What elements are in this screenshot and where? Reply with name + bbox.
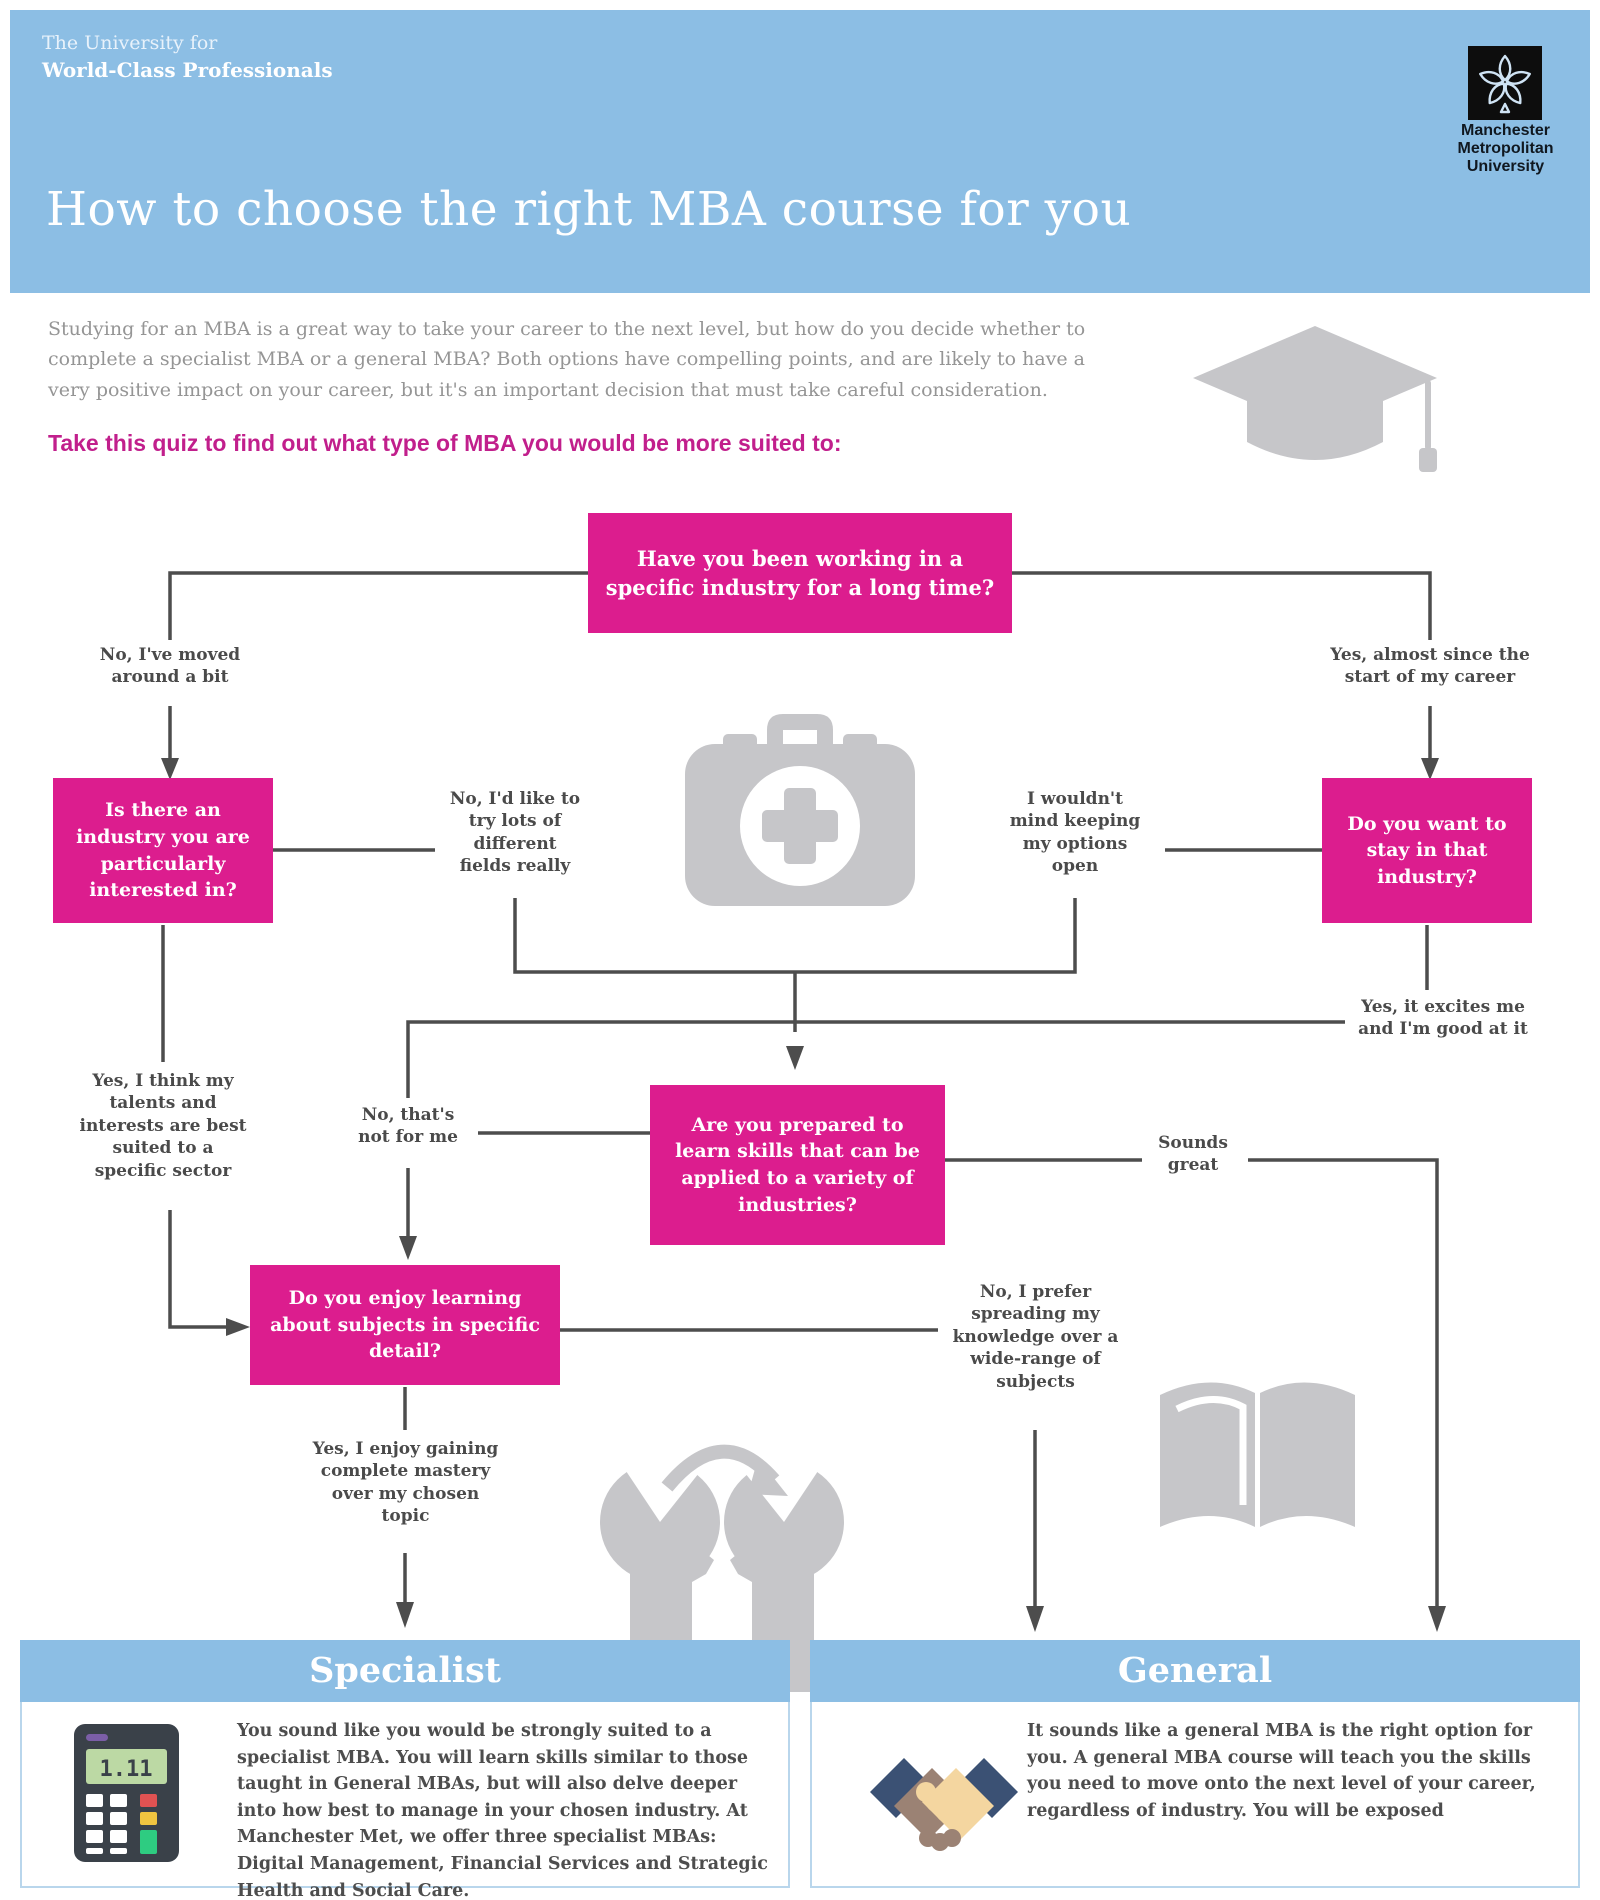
question-box-variety-skills: Are you prepared to learn skills that ca… (650, 1085, 945, 1245)
graduation-cap-icon (1185, 320, 1445, 490)
answer-excites-me: Yes, it excites me and I'm good at it (1358, 997, 1528, 1040)
university-logo-text: Manchester Metropolitan University (1418, 122, 1593, 176)
result-panel-specialist: Specialist 1.11 (20, 1640, 790, 1900)
answer-sounds-great: Sounds great (1158, 1133, 1228, 1176)
answer-not-for-me: No, that's not for me (358, 1105, 458, 1148)
mmu-flower-icon (1468, 46, 1542, 120)
answer-since-start: Yes, almost since the start of my career (1330, 645, 1530, 688)
general-title: General (810, 1640, 1580, 1702)
answer-spread-knowledge: No, I prefer spreading my knowledge over… (952, 1282, 1119, 1392)
university-logo (1468, 46, 1542, 120)
answer-specific-sector: Yes, I think my talents and interests ar… (79, 1071, 247, 1181)
calculator-icon: 1.11 (74, 1724, 179, 1862)
quiz-prompt: Take this quiz to find out what type of … (48, 430, 842, 456)
open-book-icon (1155, 1365, 1360, 1545)
answer-moved-around: No, I've moved around a bit (99, 645, 241, 688)
question-box-working-long-time: Have you been working in a specific indu… (588, 513, 1012, 633)
question-box-industry-interest: Is there an industry you are particularl… (53, 778, 273, 923)
question-box-specific-detail: Do you enjoy learning about subjects in … (250, 1265, 560, 1385)
specialist-description: You sound like you would be strongly sui… (237, 1721, 768, 1900)
general-description: It sounds like a general MBA is the righ… (1027, 1721, 1536, 1821)
answer-complete-mastery: Yes, I enjoy gaining complete mastery ov… (312, 1439, 499, 1527)
general-body: It sounds like a general MBA is the righ… (810, 1702, 1580, 1888)
header-tagline-line1: The University for (42, 32, 218, 54)
handshake-icon (864, 1730, 1024, 1860)
header-tagline-line2: World-Class Professionals (42, 58, 333, 82)
answer-options-open: I wouldn't mind keeping my options open (1009, 789, 1141, 877)
first-aid-case-icon (685, 700, 915, 910)
logo-line-3: University (1466, 157, 1545, 175)
logo-line-2: Metropolitan (1457, 139, 1554, 157)
result-panel-general: General It sounds like a general MBA is … (810, 1640, 1580, 1888)
page-title: How to choose the right MBA course for y… (46, 182, 1132, 237)
header-band: The University for World-Class Professio… (10, 10, 1590, 293)
answer-try-fields: No, I'd like to try lots of different fi… (449, 789, 581, 877)
specialist-body: 1.11 You sound like you would be strongl… (20, 1702, 790, 1900)
question-box-stay-in-industry: Do you want to stay in that industry? (1322, 778, 1532, 923)
calculator-display: 1.11 (100, 1757, 153, 1782)
specialist-title: Specialist (20, 1640, 790, 1702)
logo-line-1: Manchester (1461, 122, 1550, 139)
intro-paragraph: Studying for an MBA is a great way to ta… (48, 318, 1086, 401)
